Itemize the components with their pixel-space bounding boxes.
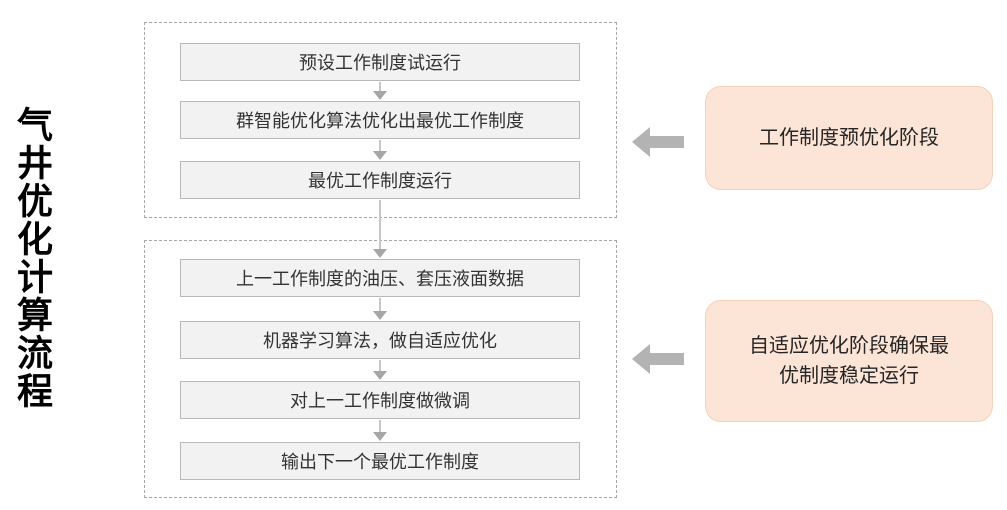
arrow-down-icon (373, 311, 387, 320)
step-box-optimal-regime-run: 最优工作制度运行 (180, 161, 580, 199)
down-arrow-connector-1 (372, 82, 388, 100)
arrow-down-icon (373, 151, 387, 160)
left-block-arrow-icon-stage2 (632, 344, 684, 374)
callout-stage2-label: 自适应优化阶段确保最优制度稳定运行 (705, 300, 993, 422)
arrow-down-icon (373, 249, 387, 258)
step-box-swarm-optimization: 群智能优化算法优化出最优工作制度 (180, 101, 580, 139)
down-arrow-connector-5 (372, 360, 388, 380)
step-box-previous-regime-data: 上一工作制度的油压、套压液面数据 (180, 259, 580, 297)
callout-text: 工作制度预优化阶段 (759, 127, 939, 149)
arrow-left-head (632, 344, 650, 374)
arrow-shaft (379, 360, 381, 371)
arrow-down-icon (373, 371, 387, 380)
step-box-output-next-regime: 输出下一个最优工作制度 (180, 442, 580, 480)
down-arrow-connector-6 (372, 420, 388, 441)
callout-text: 自适应优化阶段确保最优制度稳定运行 (749, 335, 949, 387)
arrow-shaft (379, 298, 381, 311)
arrow-shaft (379, 200, 381, 249)
step-box-machine-learning-adaptive: 机器学习算法，做自适应优化 (180, 321, 580, 359)
step-box-fine-tune-regime: 对上一工作制度做微调 (180, 381, 580, 419)
arrow-left-body (650, 353, 684, 365)
down-arrow-connector-4 (372, 298, 388, 320)
arrow-shaft (379, 140, 381, 151)
arrow-down-icon (373, 91, 387, 100)
down-arrow-connector-2 (372, 140, 388, 160)
page-title: 气井优化计算流程 (12, 106, 53, 410)
arrow-left-head (632, 127, 650, 157)
callout-stage1-label: 工作制度预优化阶段 (705, 86, 993, 190)
arrow-left-body (650, 136, 684, 148)
arrow-shaft (379, 82, 381, 91)
arrow-down-icon (373, 432, 387, 441)
arrow-shaft (379, 420, 381, 432)
left-block-arrow-icon-stage1 (632, 127, 684, 157)
step-box-preset-regime-trial-run: 预设工作制度试运行 (180, 43, 580, 81)
down-arrow-connector-stage1-to-stage2 (372, 200, 388, 258)
